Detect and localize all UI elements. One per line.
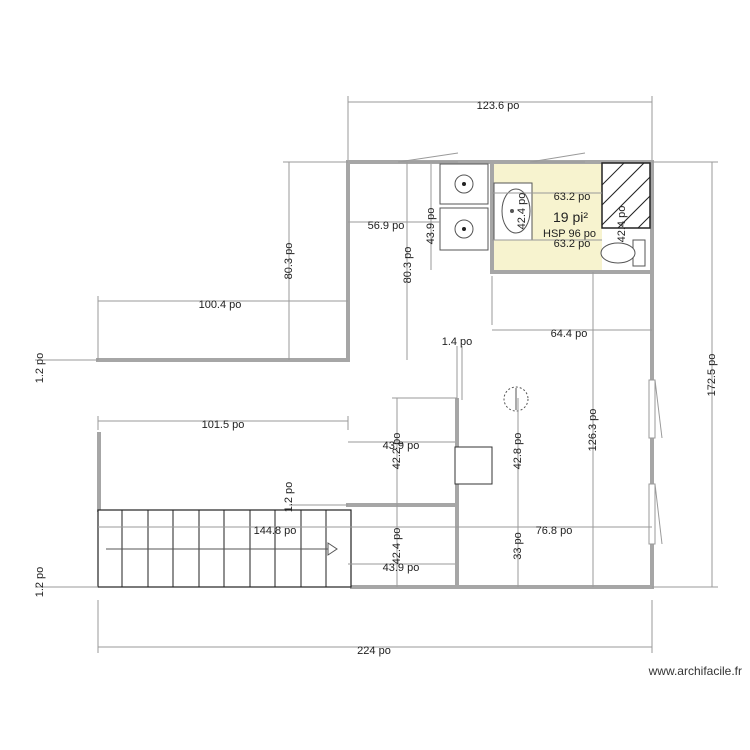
dimension-labels: 123.6 po 80.3 po 100.4 po 1.2 po 101.5 po 80.… xyxy=(34,100,718,657)
dimension-label: 101.5 po xyxy=(202,419,245,431)
dimension-label: 76.8 po xyxy=(536,525,573,537)
dimension-label: 42.4 po xyxy=(516,193,528,230)
dimension-label: 80.3 po xyxy=(402,247,414,284)
dimension-label: 43.9 po xyxy=(383,440,420,452)
dimension-label: 33 po xyxy=(512,532,524,560)
light-fixture-icon[interactable] xyxy=(503,386,529,412)
dimension-label: 63.2 po xyxy=(554,191,591,203)
dimension-label: 42.2 po xyxy=(391,433,403,470)
dimension-label: 172.5 po xyxy=(706,354,718,397)
dimension-label: 42.4 po xyxy=(391,528,403,565)
dimension-lines xyxy=(35,96,718,653)
dimension-label: 42.8 po xyxy=(512,433,524,470)
dimension-label: 64.4 po xyxy=(551,328,588,340)
staircase[interactable] xyxy=(97,509,352,588)
east-doors xyxy=(648,379,663,545)
dimension-label: 80.3 po xyxy=(283,243,295,280)
room-height-label: HSP 96 po xyxy=(543,228,596,240)
dimension-label: 1.2 po xyxy=(283,482,295,513)
dimension-label: 1.2 po xyxy=(34,353,46,384)
dimension-label: 1.2 po xyxy=(34,567,46,598)
watermark: www.archifacile.fr xyxy=(648,664,742,678)
toilet-icon[interactable] xyxy=(600,239,646,267)
washer-dryer[interactable] xyxy=(439,163,489,251)
dimension-label: 144.8 po xyxy=(254,525,297,537)
dimension-label: 43.9 po xyxy=(425,208,437,245)
dimension-label: 63.2 po xyxy=(554,238,591,250)
column[interactable] xyxy=(454,446,493,485)
dimension-label: 43.9 po xyxy=(383,562,420,574)
dimension-label: 123.6 po xyxy=(477,100,520,112)
shower-icon[interactable] xyxy=(601,162,651,229)
dimension-label: 126.3 po xyxy=(587,409,599,452)
dimension-label: 42.4 po xyxy=(616,206,628,243)
dimension-label: 1.4 po xyxy=(442,336,473,348)
windows xyxy=(397,152,586,163)
dimension-label: 224 po xyxy=(357,645,391,657)
dimension-label: 100.4 po xyxy=(199,299,242,311)
dimension-label: 56.9 po xyxy=(368,220,405,232)
room-area-label: 19 pi² xyxy=(553,209,588,225)
